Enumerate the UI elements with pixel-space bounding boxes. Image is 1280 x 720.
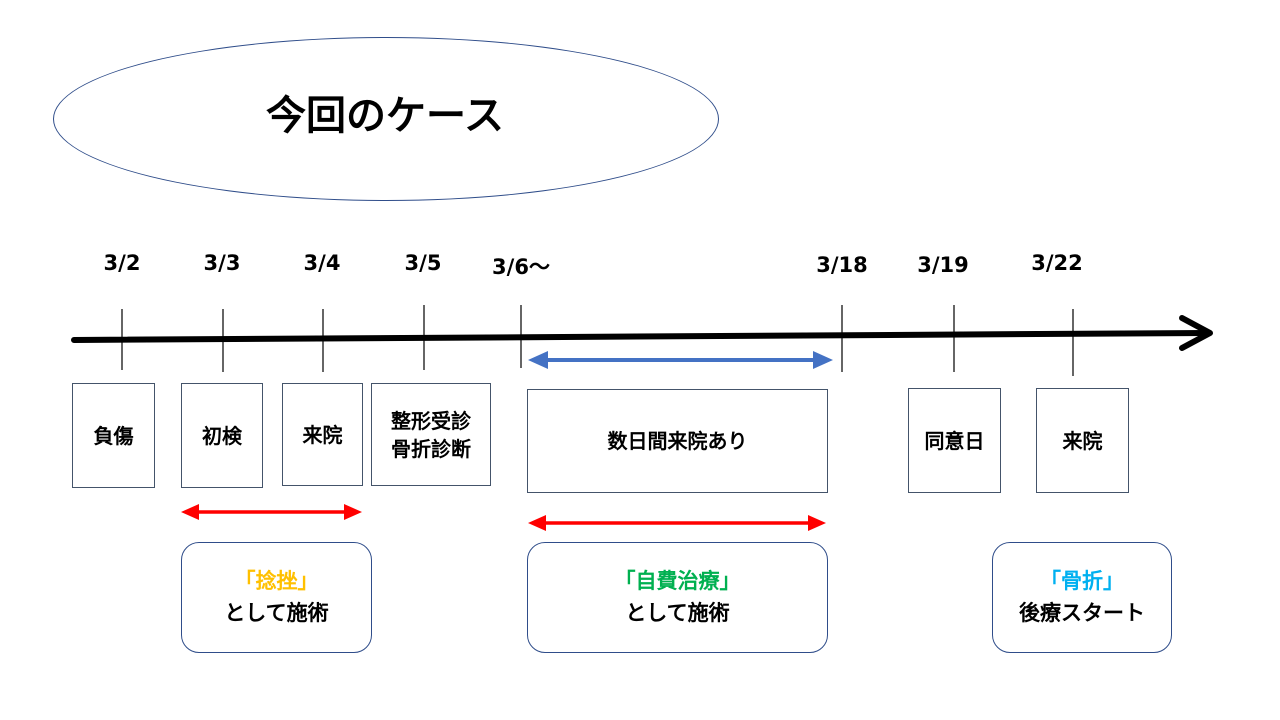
date-label: 3/6～ <box>492 255 550 279</box>
red-double-arrow <box>528 515 826 531</box>
event-label: 数日間来院あり <box>607 429 748 453</box>
event-label: 初検 <box>202 423 242 448</box>
treatment-type-label: 「自費治療」 <box>614 569 741 593</box>
treatment-note-text: 後療スタート <box>1019 600 1145 625</box>
treatment-note-text: として施術 <box>224 600 329 625</box>
event-label: 来院 <box>302 422 343 447</box>
event-box: 整形受診 骨折診断 <box>371 383 491 486</box>
event-label: 負傷 <box>93 423 134 448</box>
date-label: 3/5 <box>404 251 442 275</box>
date-label: 3/3 <box>203 251 241 275</box>
blue-double-arrow <box>528 351 833 369</box>
event-box: 数日間来院あり <box>527 389 828 493</box>
event-box: 初検 <box>181 383 263 488</box>
treatment-note: 「自費治療」 として施術 <box>527 542 828 653</box>
event-box: 同意日 <box>908 388 1001 493</box>
treatment-type-label: 「捻挫」 <box>234 569 319 593</box>
event-box: 来院 <box>1036 388 1129 493</box>
event-box: 来院 <box>282 383 363 486</box>
timeline-arrow <box>71 315 1213 351</box>
event-box: 負傷 <box>72 383 155 488</box>
date-label: 3/2 <box>103 251 141 275</box>
date-label: 3/22 <box>1031 251 1083 275</box>
event-label: 骨折診断 <box>391 436 471 461</box>
treatment-note: 「骨折」 後療スタート <box>992 542 1172 653</box>
date-label: 3/19 <box>917 253 969 277</box>
event-label: 来院 <box>1062 428 1103 453</box>
treatment-note-text: として施術 <box>625 600 730 625</box>
treatment-note: 「捻挫」 として施術 <box>181 542 372 653</box>
title-oval <box>53 37 719 201</box>
date-label: 3/18 <box>816 253 868 277</box>
treatment-type-label: 「骨折」 <box>1040 569 1124 593</box>
event-label: 整形受診 <box>391 408 471 433</box>
red-double-arrow <box>181 504 362 520</box>
date-label: 3/4 <box>303 251 341 275</box>
event-label: 同意日 <box>924 428 985 453</box>
